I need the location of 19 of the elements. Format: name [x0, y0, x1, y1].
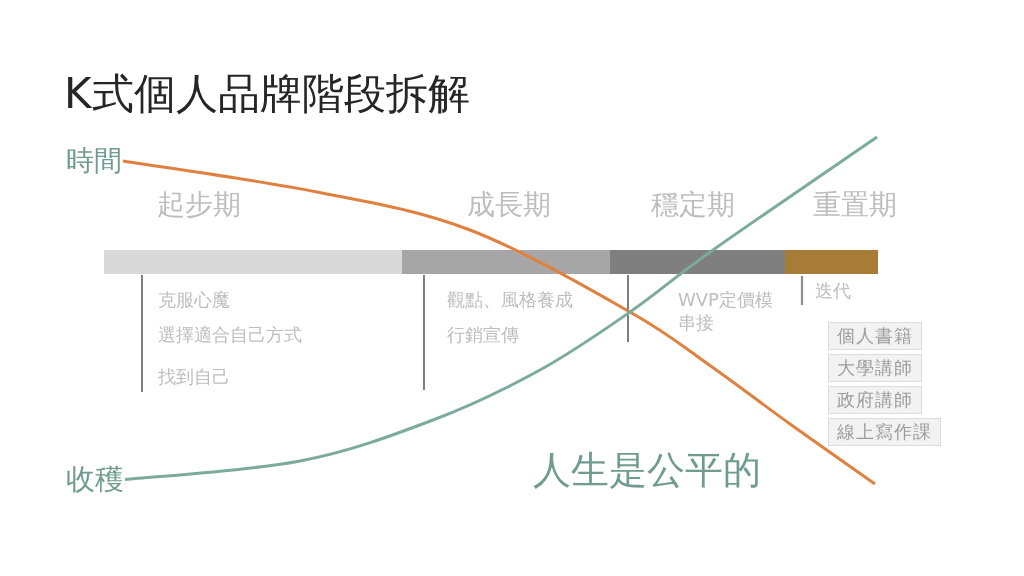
title: K式個人品牌階段拆解	[64, 70, 470, 118]
stage-item-text: 找到自己	[158, 365, 230, 388]
stage-item-text: 行銷宣傳	[447, 323, 519, 346]
slogan-text: 人生是公平的	[533, 448, 761, 492]
item-box: 政府講師	[828, 386, 922, 414]
stage-item-text: 選擇適合自己方式	[158, 323, 302, 346]
stage-heading: 成長期	[467, 188, 551, 222]
item-box: 大學講師	[828, 354, 922, 382]
item-box: 線上寫作課	[828, 418, 941, 446]
stage-item-text: 克服心魔	[158, 288, 230, 311]
item-box: 個人書籍	[828, 322, 922, 350]
stage-item-text: WVP定價模串接	[678, 288, 774, 334]
curve-label: 收穫	[66, 462, 124, 497]
stage-heading: 起步期	[157, 188, 241, 222]
stage-item-text: 觀點、風格養成	[447, 288, 573, 311]
stage-heading: 穩定期	[651, 188, 735, 222]
stage-item-text: 迭代	[815, 279, 851, 302]
curve-label: 時間	[66, 144, 122, 178]
stage-heading: 重置期	[813, 188, 897, 222]
